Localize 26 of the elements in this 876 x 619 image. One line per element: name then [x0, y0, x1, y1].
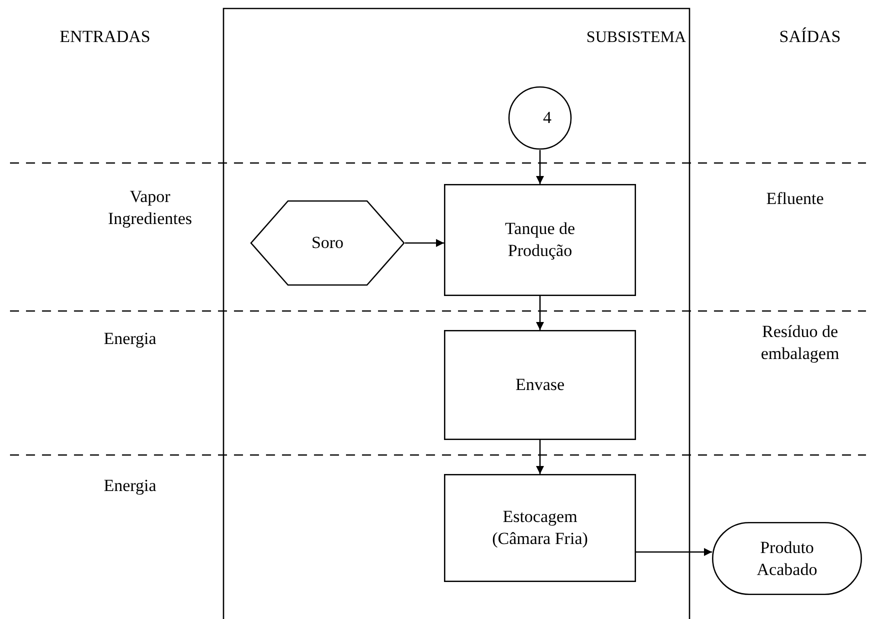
node-label: Estocagem (Câmara Fria)	[491, 506, 589, 550]
arrow	[536, 440, 544, 474]
node-label: Produto Acabado	[756, 536, 818, 580]
input-hexagon	[250, 200, 405, 286]
subsystem-frame	[223, 8, 690, 619]
arrow	[536, 296, 544, 330]
output-label: Resíduo de embalagem	[760, 321, 840, 366]
node-label: Soro	[310, 232, 345, 254]
node-label: Tanque de Produção	[504, 218, 576, 262]
process-box	[444, 330, 636, 440]
node-label: 4	[543, 106, 552, 129]
input-label: Vapor	[128, 186, 172, 208]
arrow	[536, 150, 544, 184]
process-box	[444, 184, 636, 296]
connector-circle	[508, 86, 572, 150]
input-label: Ingredientes	[106, 208, 194, 230]
output-label: Efluente	[765, 188, 825, 210]
process-box	[444, 474, 636, 582]
section-heading: SUBSISTEMA	[586, 28, 686, 48]
input-label: Energia	[102, 328, 158, 350]
column-heading: ENTRADAS	[58, 26, 152, 48]
arrow	[405, 239, 444, 247]
arrow	[636, 548, 712, 556]
node-label: Envase	[514, 374, 566, 396]
input-label: Energia	[102, 475, 158, 497]
column-heading: SAÍDAS	[778, 26, 842, 48]
